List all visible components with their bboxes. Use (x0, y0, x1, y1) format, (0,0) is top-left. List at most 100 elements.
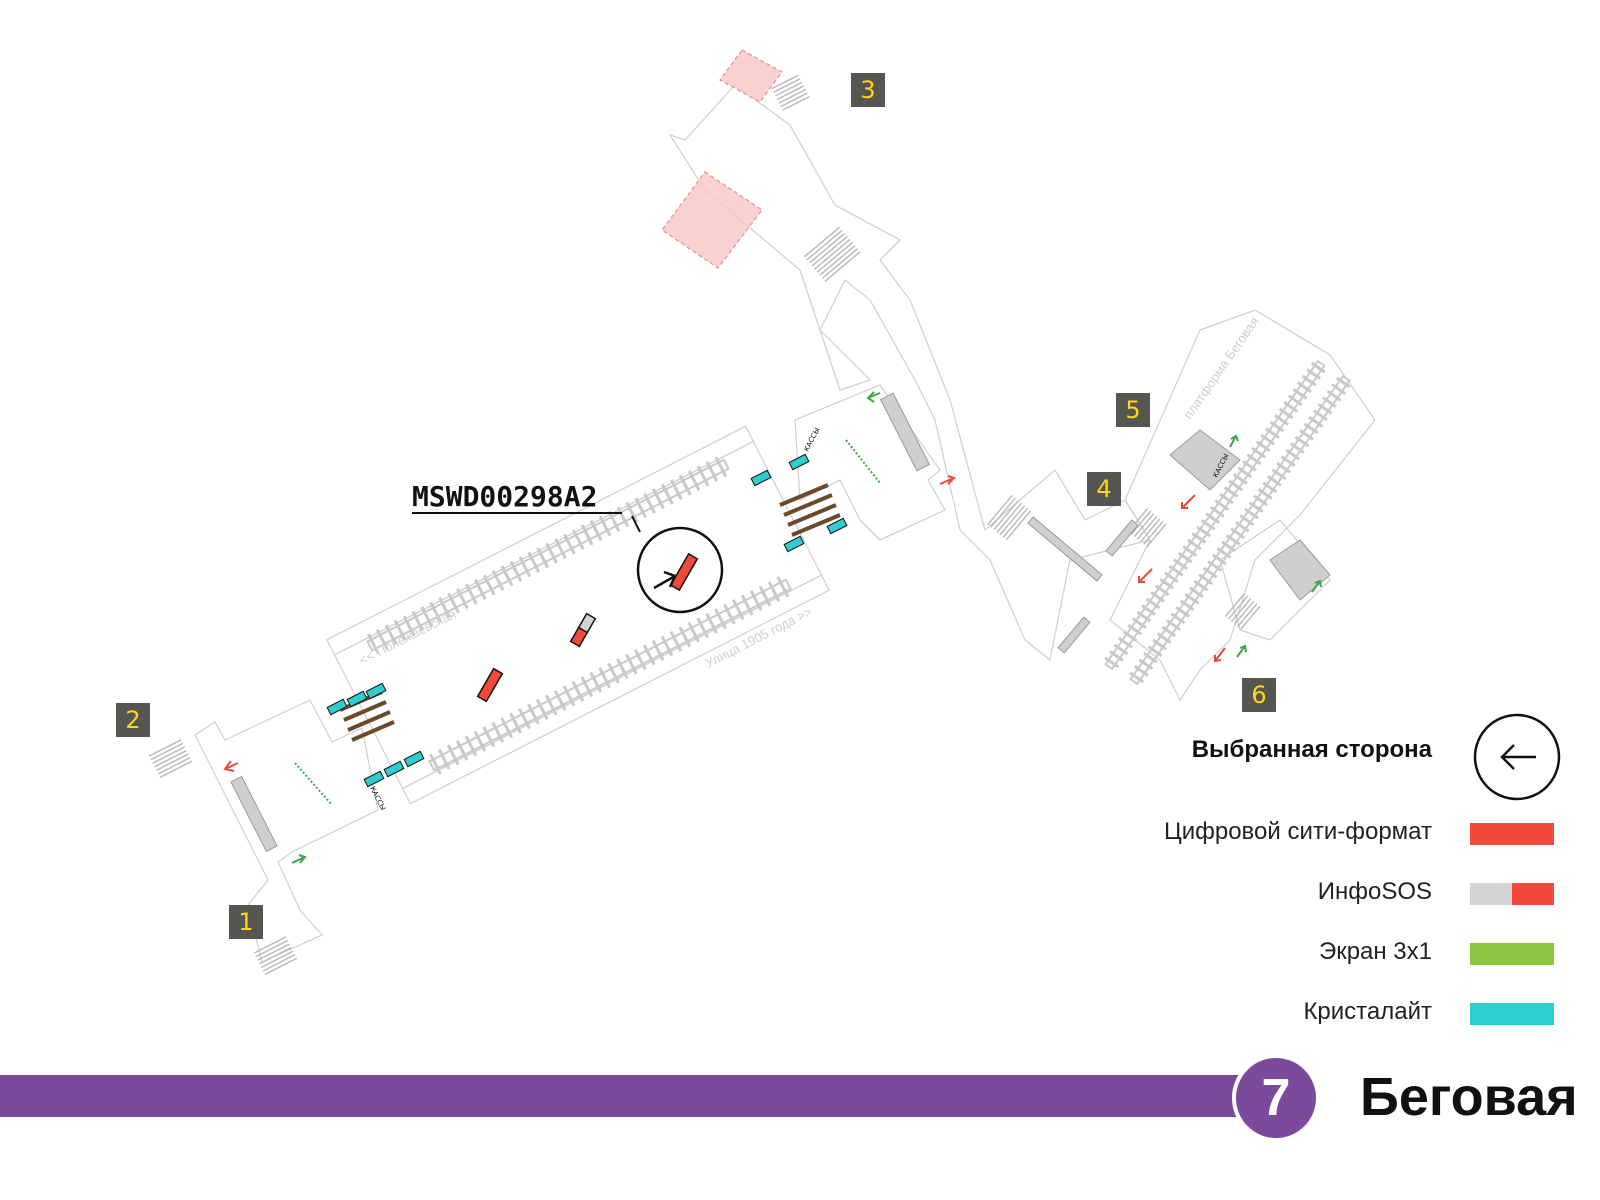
rail-tie (1232, 473, 1248, 485)
selected-code-label: MSWD00298A2 (412, 480, 598, 513)
rail-tie (535, 699, 549, 720)
rail-tie (456, 588, 469, 610)
rail-tie (1141, 604, 1156, 616)
rail-tie (696, 617, 709, 639)
rail-tie (616, 658, 629, 680)
rail-tie (464, 735, 478, 757)
stair-step (257, 943, 290, 961)
stair-step (1240, 605, 1261, 630)
stair-step (260, 950, 294, 969)
rail-tie (473, 579, 487, 600)
east-tracks (1104, 359, 1351, 686)
stair-step (771, 74, 799, 90)
rail-tie (1312, 409, 1328, 422)
rail-tie (731, 599, 745, 621)
rail-tie (1306, 368, 1322, 380)
rail-tie (1276, 461, 1292, 474)
stair-step (1143, 520, 1164, 545)
rail-tie (553, 689, 567, 711)
rail-tie (1209, 505, 1225, 518)
stair-step (1137, 515, 1158, 540)
legend-swatch-infosos (1470, 883, 1554, 905)
code-underline (412, 512, 622, 514)
legend-label-infosos: ИнфоSOS (1317, 878, 1432, 905)
rail-tie (1152, 638, 1168, 651)
rail-tie (589, 520, 603, 541)
rail-tie (1248, 501, 1264, 513)
rail-tie (758, 585, 772, 607)
rail-tie (705, 612, 718, 634)
rail-tie (714, 608, 727, 630)
stair-step (819, 245, 856, 276)
stair-step (1133, 513, 1155, 538)
rail-tie (705, 460, 719, 482)
stair-step (148, 739, 182, 757)
stair-step (776, 85, 805, 101)
exit-badge-3: 3 (851, 73, 885, 107)
rail-tie (1239, 514, 1255, 526)
rail-tie (1173, 558, 1188, 570)
cristalight-screens (326, 453, 848, 788)
selected-side-marker (631, 515, 724, 614)
rail-tie (1274, 414, 1289, 426)
rail-tie (491, 569, 505, 591)
rail-tie (1331, 383, 1347, 395)
rail-tie (1104, 656, 1120, 669)
rail-tie (563, 533, 576, 555)
rail-tie (1177, 551, 1193, 564)
rail-tie (1267, 475, 1282, 487)
rail-tie (482, 726, 496, 748)
rail-tie (571, 529, 585, 551)
rail-tie (1297, 381, 1312, 394)
rail-tie (1260, 433, 1276, 446)
rail-tie (1310, 361, 1326, 374)
rail-tie (669, 630, 683, 652)
stair-step (1234, 600, 1255, 625)
rail-tie (1299, 429, 1314, 441)
stair-step (1002, 507, 1029, 538)
legend-swatch-cristalight (1470, 1003, 1554, 1025)
rail-tie (1113, 643, 1129, 656)
direction-polezhaevskaya: << Полежаевская (357, 606, 459, 668)
rail-tie (1182, 545, 1198, 557)
stair-step (773, 78, 801, 93)
stair-step (259, 946, 292, 965)
stair-step (774, 81, 803, 97)
rail-tie (527, 703, 540, 725)
rail-tie (767, 580, 781, 602)
rail-tie (714, 456, 728, 478)
rail-tie (1163, 571, 1179, 584)
rail-tie (429, 601, 443, 623)
rail-tie (580, 524, 594, 546)
rail-tie (1193, 579, 1209, 592)
stair-step (150, 742, 184, 761)
rail-tie (696, 465, 710, 487)
rail-tie (1221, 540, 1236, 553)
rail-tie (1159, 577, 1175, 590)
rail-tie (1129, 671, 1145, 684)
rail-tie (509, 712, 522, 734)
rail-tie (1216, 547, 1232, 559)
stair-step (821, 248, 859, 279)
selected-side-icon (1473, 713, 1561, 801)
stair-step (782, 95, 810, 111)
rail-tie (589, 671, 603, 693)
stair-step (152, 746, 185, 764)
stair-step (780, 92, 808, 108)
rail-tie (1283, 401, 1299, 413)
rail-tie (402, 615, 416, 637)
rail-tie (1271, 468, 1287, 481)
rail-tie (1230, 527, 1246, 540)
rail-tie (1223, 486, 1239, 498)
rail-tie (1202, 566, 1218, 579)
stair-step (987, 494, 1013, 526)
rail-tie (527, 551, 541, 573)
rail-tie (1150, 591, 1166, 603)
screen-3x1 (294, 439, 881, 806)
rail-tie (1219, 492, 1234, 505)
stair-step (778, 88, 806, 104)
rail-tie (1198, 573, 1213, 585)
rail-tie (545, 542, 558, 564)
rail-tie (1246, 453, 1262, 466)
rail-tie (1205, 512, 1221, 525)
